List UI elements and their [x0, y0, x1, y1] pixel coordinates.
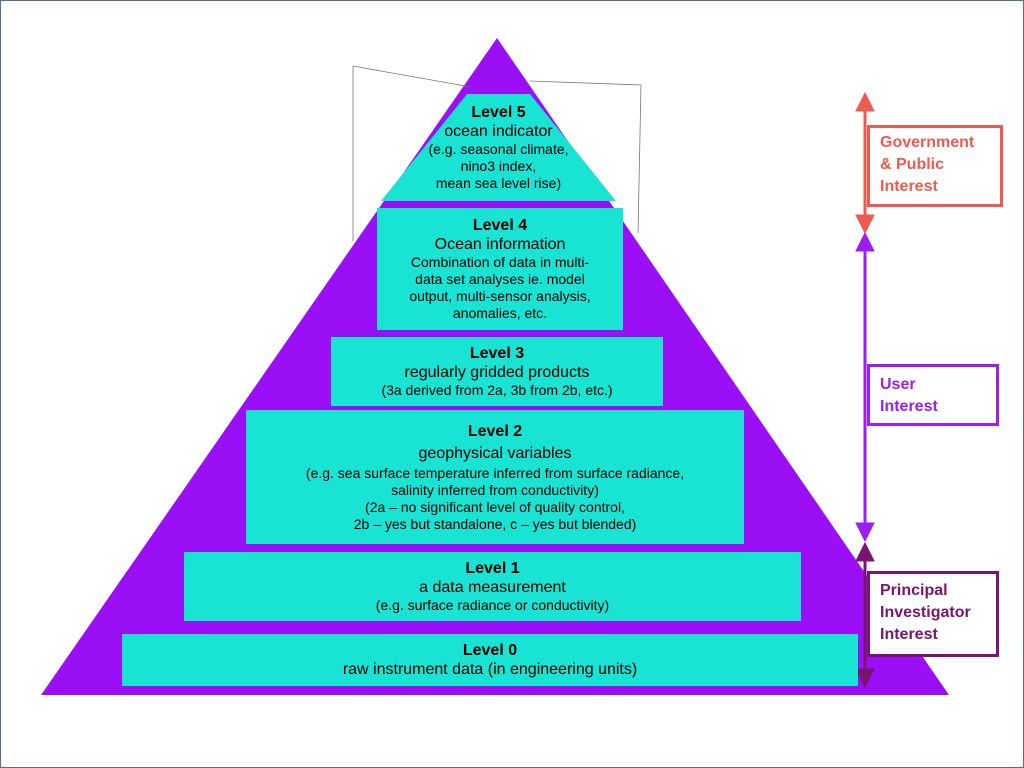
user-interest-box: User Interest [867, 364, 999, 426]
level-2-desc-2: salinity inferred from conductivity) [391, 481, 599, 498]
background-outline [529, 80, 642, 234]
level-2-title: Level 2 [467, 422, 523, 440]
government-arrow [855, 91, 875, 235]
level-2-subtitle: geophysical variables [418, 444, 572, 462]
level-0-box: Level 0 raw instrument data (in engineer… [122, 634, 858, 686]
pi-interest-line-2: Investigator [880, 604, 971, 621]
level-5-desc-1: (e.g. seasonal climate, [428, 141, 569, 157]
level-4-desc-2: data set analyses ie. model [415, 271, 585, 287]
level-3-title: Level 3 [469, 345, 525, 362]
pi-interest-line-1: Principal [880, 582, 948, 599]
level-4-box: Level 4 Ocean information Combination of… [377, 208, 623, 330]
gov-interest-line-1: Government [880, 134, 975, 151]
level-5-desc-2: nino3 index, [460, 158, 537, 174]
level-5-subtitle: ocean indicator [444, 123, 553, 140]
level-2-desc-3: (2a – no significant level of quality co… [365, 498, 625, 515]
principal-investigator-arrow [855, 541, 875, 689]
level-5-box: Level 5 ocean indicator (e.g. seasonal c… [381, 94, 616, 201]
level-3-desc-1: (3a derived from 2a, 3b from 2b, etc.) [381, 382, 613, 398]
level-1-desc-1: (e.g. surface radiance or conductivity) [375, 597, 610, 613]
level-5-shape [381, 94, 616, 201]
level-1-subtitle: a data measurement [419, 579, 566, 596]
principal-investigator-interest-box: Principal Investigator Interest [867, 571, 999, 657]
level-2-desc-1: (e.g. sea surface temperature inferred f… [305, 464, 685, 481]
level-4-title: Level 4 [472, 217, 528, 234]
user-interest-line-1: User [880, 376, 916, 393]
level-2-desc-4: 2b – yes but standalone, c – yes but ble… [353, 515, 637, 532]
level-1-box: Level 1 a data measurement (e.g. surface… [184, 552, 801, 621]
gov-interest-line-3: Interest [880, 178, 938, 195]
level-5-title: Level 5 [471, 104, 526, 121]
level-4-desc-3: output, multi-sensor analysis, [409, 288, 591, 304]
level-0-subtitle: raw instrument data (in engineering unit… [342, 661, 638, 678]
level-1-title: Level 1 [465, 560, 520, 577]
background-outline [352, 65, 472, 88]
pi-interest-line-3: Interest [880, 626, 938, 643]
level-0-title: Level 0 [462, 642, 518, 659]
user-interest-line-2: Interest [880, 398, 938, 415]
level-4-desc-1: Combination of data in multi- [410, 254, 590, 270]
gov-interest-line-2: & Public [880, 156, 945, 173]
level-2-box: Level 2 geophysical variables (e.g. sea … [246, 410, 744, 544]
level-3-box: Level 3 regularly gridded products (3a d… [331, 337, 663, 406]
level-4-subtitle: Ocean information [434, 236, 566, 253]
level-5-desc-3: mean sea level rise) [435, 175, 562, 191]
user-arrow [855, 231, 875, 543]
level-4-desc-4: anomalies, etc. [452, 305, 548, 321]
government-public-interest-box: Government & Public Interest [867, 125, 1003, 207]
level-3-subtitle: regularly gridded products [404, 364, 590, 381]
